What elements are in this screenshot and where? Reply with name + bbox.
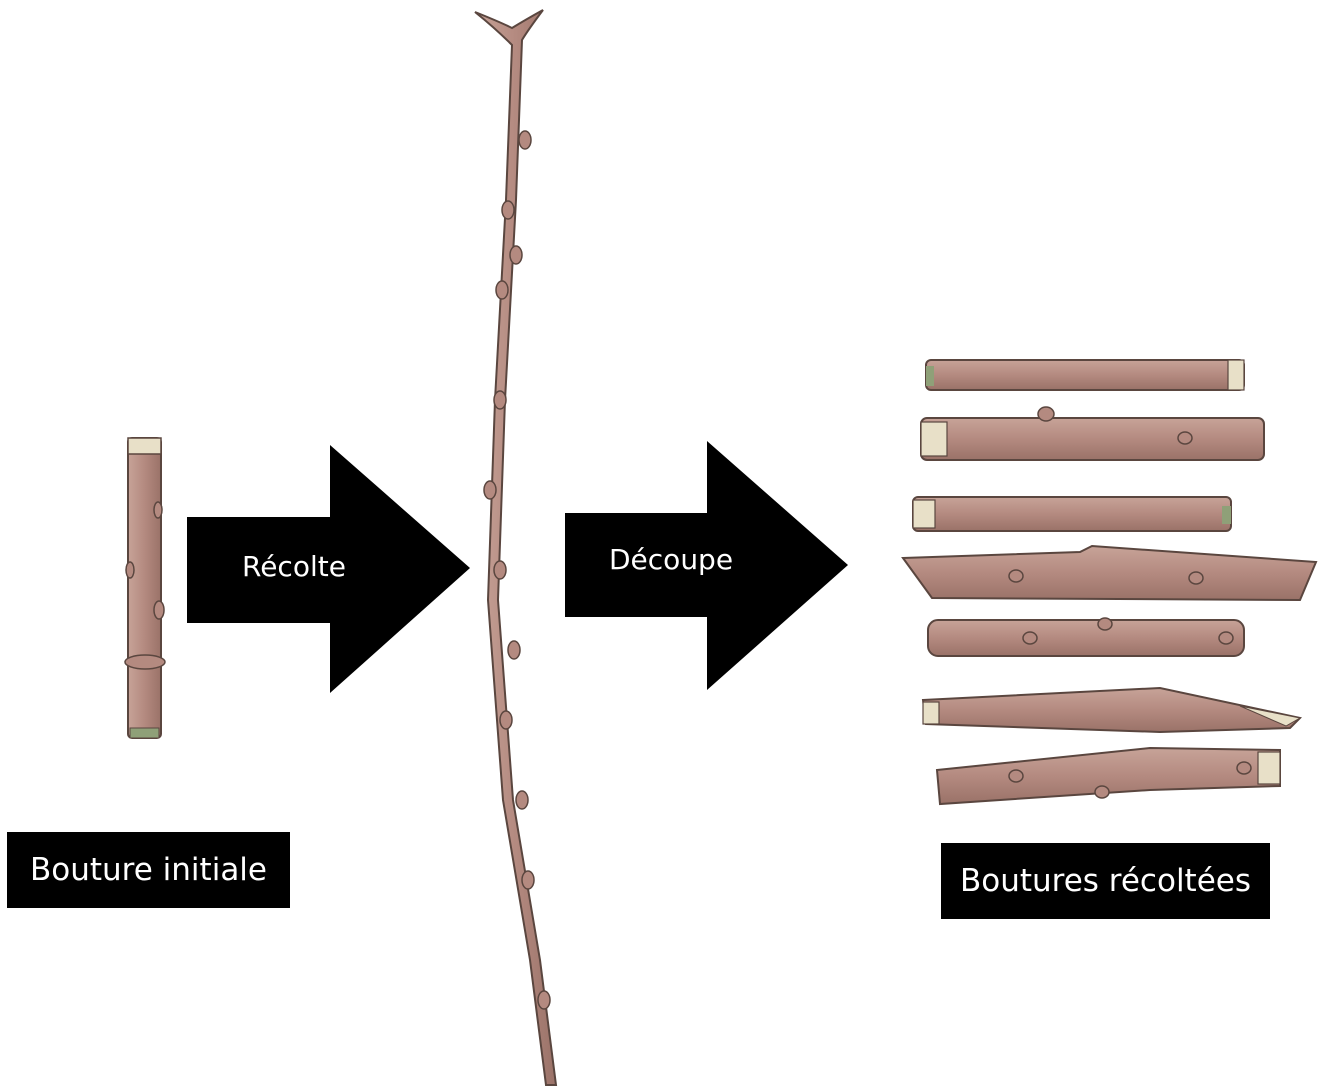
grown-stem-image	[474, 9, 558, 1086]
cutting-3	[912, 496, 1232, 532]
harvested-cuttings-label: Boutures récoltées	[941, 843, 1270, 919]
cutting-4	[901, 544, 1318, 602]
cut-arrow	[565, 441, 848, 690]
harvest-arrow	[187, 445, 470, 693]
cut-arrow-label: Découpe	[609, 543, 734, 576]
harvested-cuttings-image	[901, 359, 1318, 806]
initial-cutting-image	[124, 437, 166, 739]
cutting-7	[935, 746, 1281, 806]
cutting-2	[920, 406, 1265, 461]
harvest-arrow-label: Récolte	[242, 550, 346, 583]
cutting-1	[925, 359, 1245, 391]
cutting-6	[921, 686, 1303, 734]
initial-cutting-label: Bouture initiale	[7, 832, 290, 908]
cutting-5	[927, 617, 1245, 657]
